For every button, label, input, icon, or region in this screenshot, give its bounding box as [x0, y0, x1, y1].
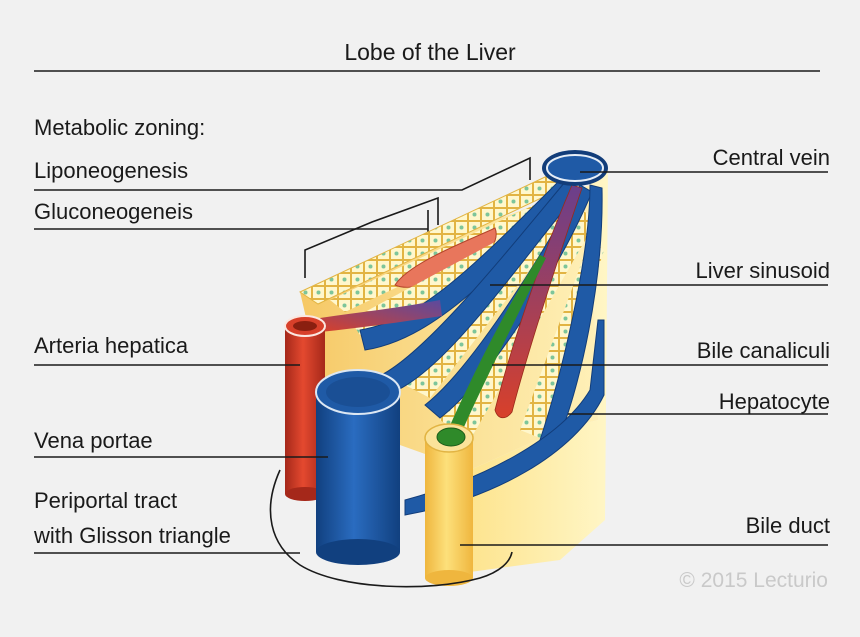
bile-canaliculus-green: [448, 255, 546, 436]
liponeogenesis-bracket: [34, 156, 531, 191]
label-vena-portae: Vena portae: [34, 428, 153, 453]
label-hepatocyte: Hepatocyte: [718, 389, 830, 414]
label-bile-duct: Bile duct: [745, 513, 830, 538]
portal-vein-to-central: [404, 319, 605, 516]
copyright-notice: © 2015 Lecturio: [679, 569, 828, 592]
vena-portae-body: [316, 392, 400, 552]
gluconeogenesis-bracket: [34, 210, 429, 238]
label-periportal-line1: Periportal tract: [34, 488, 178, 513]
label-gluconeogenesis: Gluconeogeneis: [34, 199, 194, 224]
label-central-vein: Central vein: [712, 145, 830, 170]
label-liver-sinusoid: Liver sinusoid: [695, 258, 830, 283]
vena-portae-lumen: [326, 377, 390, 407]
liver-sinusoid-red: [494, 184, 583, 419]
bile-duct-body: [425, 438, 473, 578]
label-liponeogenesis: Liponeogenesis: [34, 158, 189, 183]
label-arteria-hepatica: Arteria hepatica: [34, 333, 189, 358]
label-periportal-line2: with Glisson triangle: [34, 523, 231, 548]
artery-branch: [320, 300, 442, 332]
zoning-bracket-outer: [304, 196, 439, 278]
diagram-title: Lobe of the Liver: [344, 39, 516, 65]
portal-vein-branch-right: [539, 184, 603, 446]
arteria-hepatica-lumen: [293, 321, 317, 331]
label-metabolic-zoning: Metabolic zoning:: [34, 115, 206, 140]
periportal-tract-outline: [269, 469, 513, 588]
bile-duct-lumen: [436, 427, 466, 447]
arteria-hepatica-bottom: [285, 487, 325, 501]
central-vein-opening: [546, 154, 604, 182]
vena-portae-bottom: [316, 539, 400, 565]
label-bile-canaliculi: Bile canaliculi: [696, 338, 830, 363]
